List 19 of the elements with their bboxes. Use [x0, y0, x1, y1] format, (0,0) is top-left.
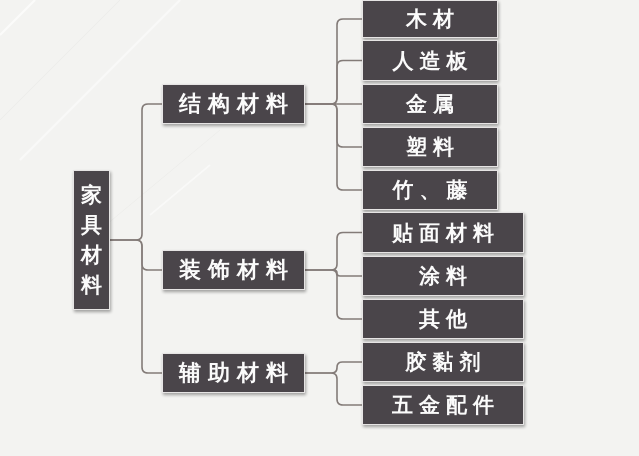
category-box: 结构材料 [162, 84, 305, 124]
item-box: 五金配件 [362, 385, 524, 425]
connector-line [305, 103, 362, 191]
topic-box [73, 170, 110, 310]
item-box: 其他 [362, 299, 524, 339]
item-box: 贴面材料 [362, 212, 524, 253]
box-text: 家具材料 [80, 181, 102, 299]
item-box: 木材 [362, 0, 498, 38]
item-box: 塑料 [362, 127, 498, 167]
item-box: 涂料 [362, 256, 524, 296]
connector-line [305, 372, 362, 406]
item-box: 金属 [362, 84, 498, 124]
category-box: 辅助材料 [162, 353, 305, 393]
item-box: 胶黏剂 [362, 342, 524, 382]
item-box: 竹、藤 [362, 170, 498, 210]
item-box: 人造板 [362, 40, 498, 81]
category-box: 装饰材料 [162, 250, 305, 290]
connector-line [305, 269, 362, 320]
connector-line [110, 239, 162, 374]
